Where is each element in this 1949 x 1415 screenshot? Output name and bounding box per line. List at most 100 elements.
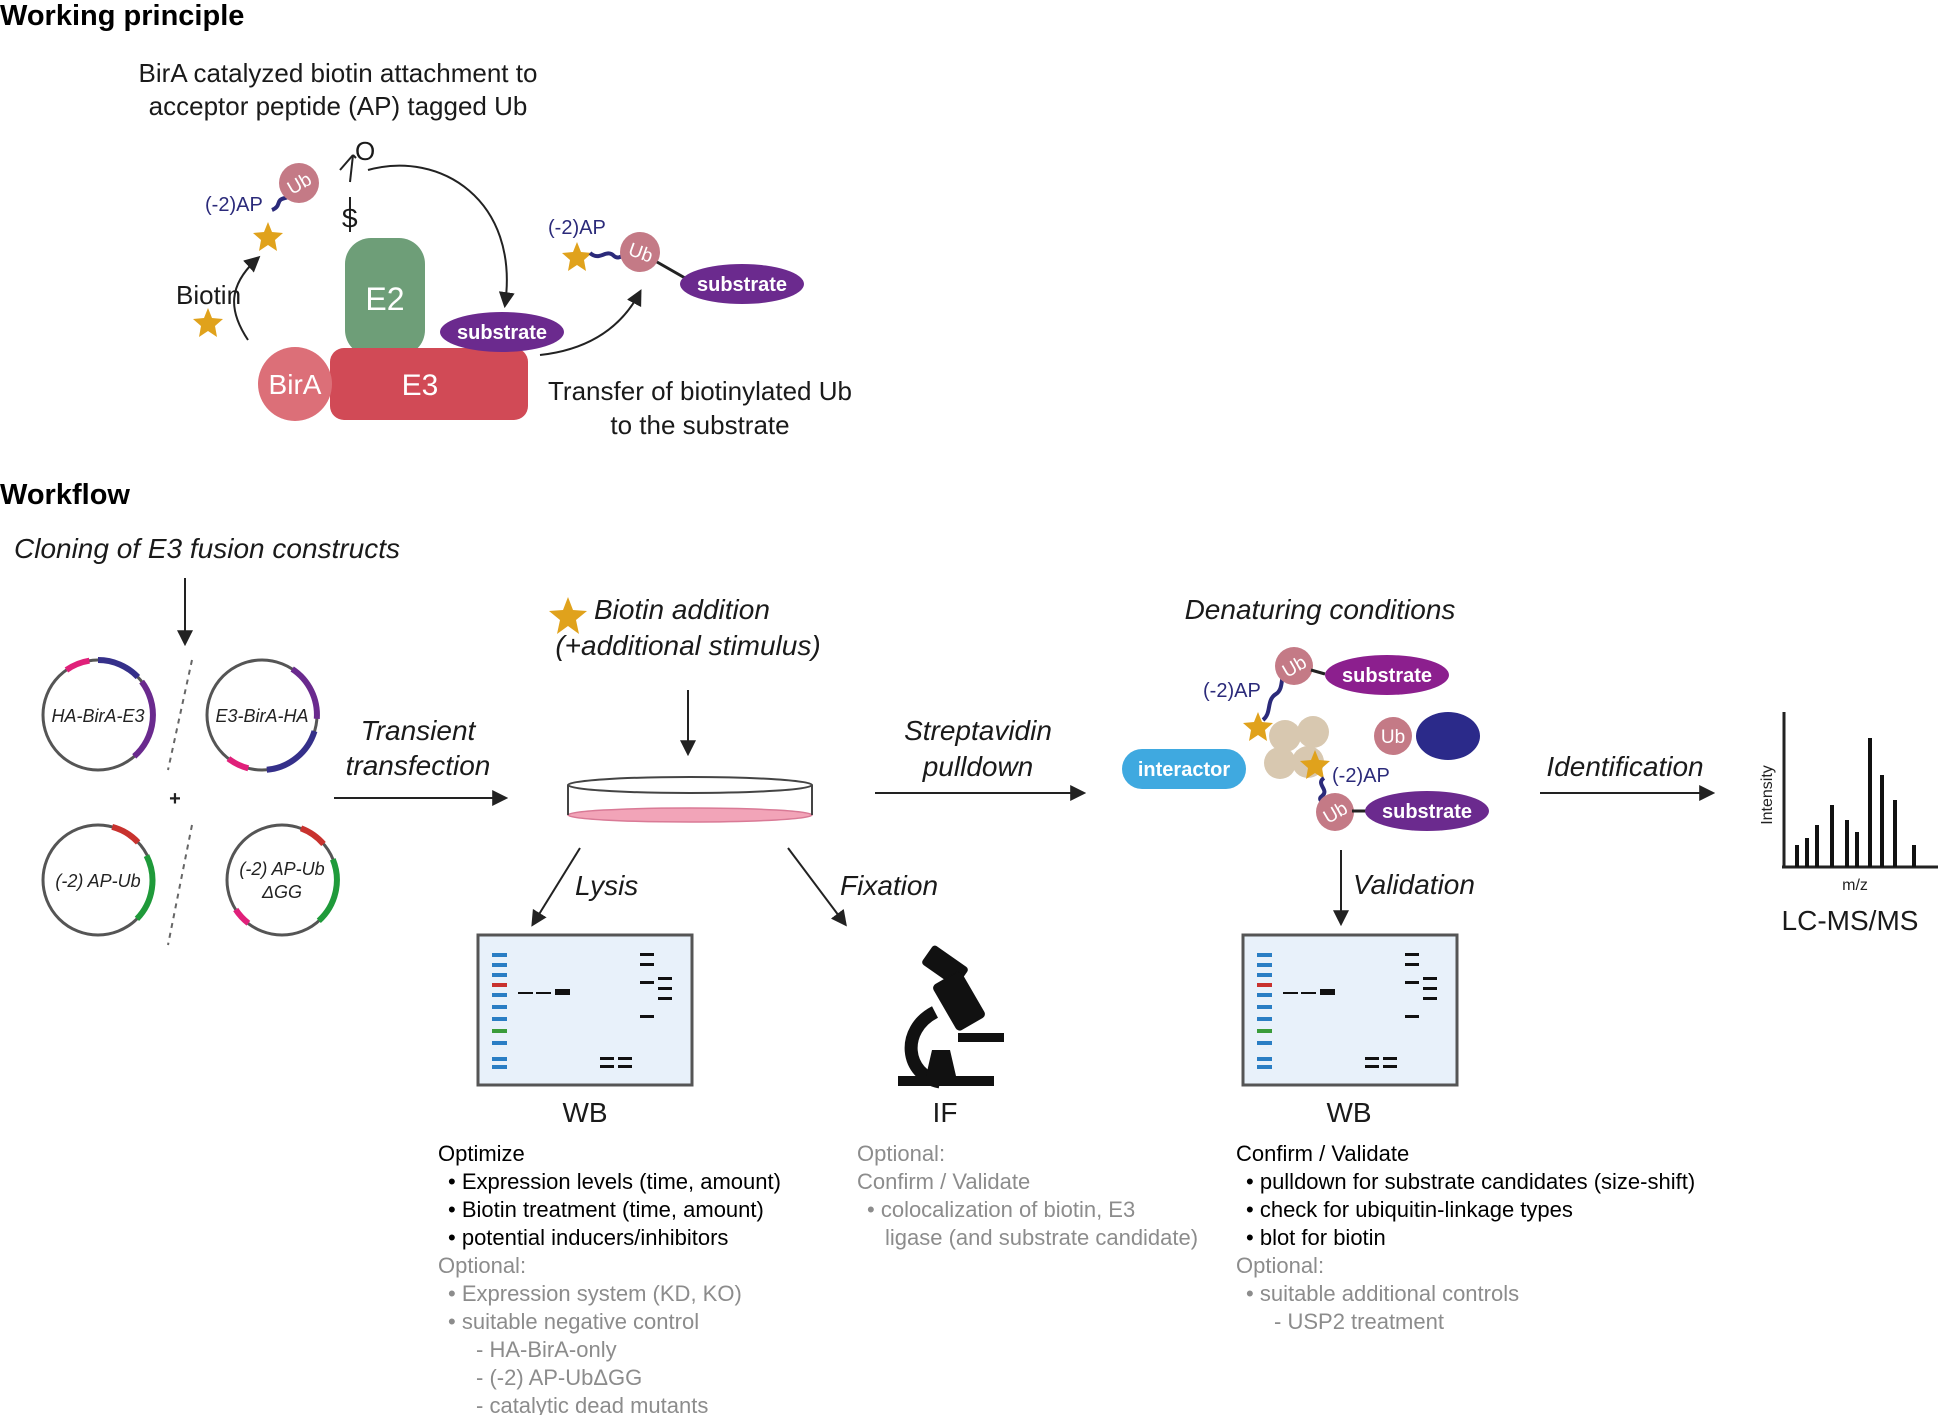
section-title-workflow: Workflow — [0, 479, 130, 511]
wb-label-1: WB — [562, 1097, 607, 1128]
notes-left-optional-item: suitable negative control — [462, 1309, 699, 1334]
ub-circle — [279, 163, 319, 203]
if-label: IF — [933, 1097, 958, 1128]
ms-ylabel: Intensity — [1759, 765, 1776, 825]
plasmid-label-4-line1: (-2) AP-Ub — [239, 859, 324, 879]
substrate-label: substrate — [457, 322, 547, 344]
notes-left: Optimize • Expression levels (time, amou… — [438, 1141, 781, 1415]
complex-biotin-star-icon-2 — [1300, 750, 1330, 779]
principle-caption-line1: BirA catalyzed biotin attachment to — [139, 58, 538, 88]
plus-sign: + — [169, 788, 181, 810]
fixation-arrow — [787, 847, 847, 927]
notes-left-optional-item: Expression system (KD, KO) — [462, 1281, 742, 1306]
plasmid-ap-ub-dgg: (-2) AP-Ub ΔGG — [225, 823, 340, 937]
notes-left-item: Biotin treatment (time, amount) — [462, 1197, 764, 1222]
ms-title: LC-MS/MS — [1782, 905, 1919, 936]
e2-shape — [345, 238, 425, 356]
validation-label: Validation — [1353, 869, 1475, 900]
streptavidin-label-line1: Streptavidin — [904, 715, 1052, 746]
complex-substrate-label-2: substrate — [1382, 801, 1472, 823]
biotin-arrow — [233, 255, 261, 341]
streptavidin-label-line2: pulldown — [922, 751, 1034, 782]
svg-text:• pulldown for substrate candi: • pulldown for substrate candidates (siz… — [1246, 1169, 1695, 1194]
product-ub-circle — [620, 232, 660, 272]
complex-substrate-label-1: substrate — [1342, 665, 1432, 687]
notes-right-optional-heading: Optional: — [1236, 1253, 1324, 1278]
plasmid-label-4-line2: ΔGG — [261, 882, 302, 902]
lysis-label: Lysis — [575, 870, 638, 901]
cloning-label: Cloning of E3 fusion constructs — [14, 533, 400, 564]
product-ap-label: (-2)AP — [548, 217, 606, 239]
denaturing-label: Denaturing conditions — [1185, 594, 1456, 625]
transfer-arrow-down — [367, 164, 515, 309]
notes-left-optional-heading: Optional: — [438, 1253, 526, 1278]
ms-xlabel: m/z — [1842, 877, 1868, 894]
svg-text:• Expression levels (time, amo: • Expression levels (time, amount) — [448, 1169, 781, 1194]
free-biotin-star-icon — [193, 308, 223, 337]
svg-text:• potential inducers/inhibitor: • potential inducers/inhibitors — [448, 1225, 728, 1250]
transfer-caption-line2: to the substrate — [610, 410, 789, 440]
notes-right-item: check for ubiquitin-linkage types — [1260, 1197, 1573, 1222]
notes-right-sub-item: USP2 treatment — [1287, 1309, 1444, 1334]
complex-ub-label-2: Ub — [1381, 727, 1405, 748]
svg-text:• suitable additional controls: • suitable additional controls — [1246, 1281, 1519, 1306]
transfer-arrow-up — [539, 289, 642, 356]
sulfur-label: S — [341, 203, 358, 233]
identification-label: Identification — [1546, 751, 1703, 782]
biotin-addition-line1: Biotin addition — [594, 594, 770, 625]
bira-label: BirA — [269, 369, 322, 400]
transfection-label-line2: transfection — [346, 750, 491, 781]
svg-text:• Expression system (KD, KO): • Expression system (KD, KO) — [448, 1281, 742, 1306]
microscope-icon — [898, 945, 1004, 1089]
notes-left-sub-item: HA-BirA-only — [489, 1337, 616, 1362]
complex-interactor-label: interactor — [1138, 759, 1230, 781]
oxygen-label: O — [355, 136, 375, 166]
notes-middle-heading: Confirm / Validate — [857, 1169, 1030, 1194]
biotin-addition-star-icon — [549, 597, 587, 634]
pulldown-complex: (-2)AP Ub substrate Ub interactor (-2)AP… — [1122, 647, 1489, 831]
e2-label: E2 — [365, 281, 404, 317]
notes-middle-optional-heading: Optional: — [857, 1141, 945, 1166]
svg-text:• Biotin treatment (time, amou: • Biotin treatment (time, amount) — [448, 1197, 764, 1222]
svg-text:• suitable negative control: • suitable negative control — [448, 1309, 699, 1334]
transfer-caption-line1: Transfer of biotinylated Ub — [548, 376, 852, 406]
svg-text:- (-2) AP-UbΔGG: - (-2) AP-UbΔGG — [476, 1365, 642, 1390]
plasmid-ha-bira-e3: HA-BirA-E3 — [41, 656, 156, 772]
notes-left-heading: Optimize — [438, 1141, 525, 1166]
complex-ap-label-1: (-2)AP — [1203, 680, 1261, 702]
e3-label: E3 — [402, 369, 439, 402]
wb-label-2: WB — [1326, 1097, 1371, 1128]
ap-label: (-2)AP — [205, 194, 263, 216]
transfection-label-line1: Transient — [361, 715, 477, 746]
svg-text:- HA-BirA-only: - HA-BirA-only — [476, 1337, 617, 1362]
svg-text:• blot for biotin: • blot for biotin — [1246, 1225, 1386, 1250]
plasmid-label-3: (-2) AP-Ub — [55, 871, 140, 891]
product-substrate-shape — [680, 264, 804, 304]
cloning-stage: Cloning of E3 fusion constructs HA-BirA-… — [14, 533, 400, 946]
notes-middle-item-line2: ligase (and substrate candidate) — [885, 1225, 1198, 1250]
notes-right: Confirm / Validate • pulldown for substr… — [1236, 1141, 1695, 1334]
fixation-label: Fixation — [840, 870, 938, 901]
notes-right-item: blot for biotin — [1260, 1225, 1386, 1250]
svg-text:• colocalization of biotin, E3: • colocalization of biotin, E3 — [867, 1197, 1135, 1222]
notes-middle-item-line1: colocalization of biotin, E3 — [881, 1197, 1135, 1222]
western-blot-gel-1 — [476, 933, 694, 1087]
notes-right-item: pulldown for substrate candidates (size-… — [1260, 1169, 1695, 1194]
biotin-star-icon — [253, 222, 283, 251]
plasmid-label-2: E3-BirA-HA — [215, 706, 308, 726]
notes-left-sub-item: (-2) AP-UbΔGG — [489, 1365, 642, 1390]
product-biotin-star-icon — [562, 242, 592, 271]
notes-right-optional-item: suitable additional controls — [1260, 1281, 1519, 1306]
product-substrate-label: substrate — [697, 274, 787, 296]
western-blot-gel-2 — [1241, 933, 1459, 1087]
complex-navy-protein — [1416, 712, 1480, 760]
svg-text:- USP2 treatment: - USP2 treatment — [1274, 1309, 1444, 1334]
culture-dish — [567, 776, 813, 823]
plasmid-e3-bira-ha: E3-BirA-HA — [205, 658, 320, 773]
biotin-addition-line2: (+additional stimulus) — [555, 630, 820, 661]
lysis-arrow — [531, 847, 581, 927]
biotin-label: Biotin — [176, 280, 241, 310]
plasmid-ap-ub: (-2) AP-Ub — [41, 823, 156, 937]
notes-left-sub-item: catalytic dead mutants — [489, 1393, 708, 1415]
substrate-shape — [440, 312, 564, 352]
